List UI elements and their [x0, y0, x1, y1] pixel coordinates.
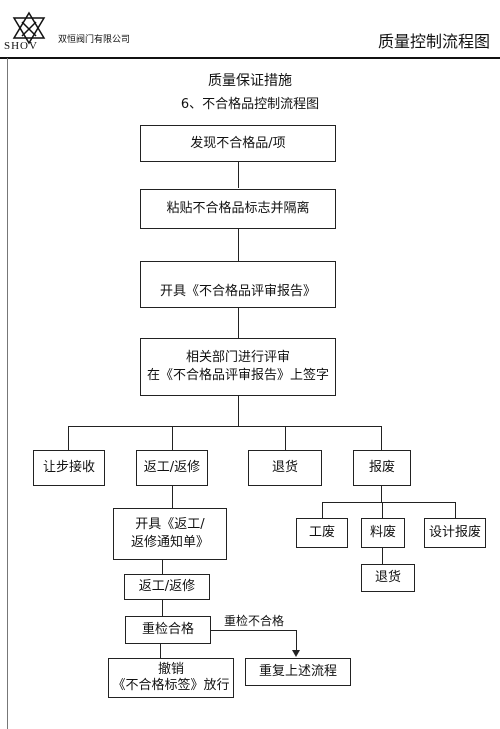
section-subtitle: 6、不合格品控制流程图: [180, 97, 320, 112]
node-review: 相关部门进行评审 在《不合格品评审报告》上签字: [140, 338, 336, 396]
left-margin-rule: [7, 58, 8, 729]
node-reinspect-pass: 重检合格: [125, 616, 211, 644]
connector: [160, 644, 161, 658]
connector: [238, 162, 239, 188]
connector: [381, 486, 382, 502]
node-tag-isolate: 粘贴不合格品标志并隔离: [140, 189, 336, 229]
connector: [162, 600, 163, 616]
release-line-1: 撤销: [157, 661, 184, 677]
connector: [238, 308, 239, 338]
connector: [322, 502, 323, 518]
company-logo-icon: [12, 11, 46, 45]
connector: [68, 426, 69, 450]
connector: [238, 229, 239, 261]
header-divider: [0, 57, 500, 59]
review-line-2: 在《不合格品评审报告》上签字: [146, 368, 329, 383]
node-repeat-process: 重复上述流程: [245, 658, 351, 686]
company-name: 双恒阀门有限公司: [58, 35, 131, 45]
node-rework-action: 返工/返修: [124, 574, 210, 600]
node-scrap-design: 设计报废: [424, 518, 486, 548]
node-scrap-material: 料废: [361, 518, 405, 548]
connector: [172, 486, 173, 508]
arrow-down-icon: [292, 650, 300, 657]
document-title: 质量控制流程图: [377, 32, 490, 51]
node-return: 退货: [248, 450, 322, 486]
branch-bar: [68, 426, 382, 427]
logo-text: SHOV: [4, 40, 38, 52]
connector: [285, 426, 286, 450]
node-rework-notice: 开具《返工/ 返修通知单》: [113, 508, 227, 560]
rework-notice-line-1: 开具《返工/: [135, 517, 205, 533]
connector: [381, 426, 382, 450]
node-report: 开具《不合格品评审报告》: [140, 261, 336, 308]
connector: [382, 548, 383, 564]
review-line-1: 相关部门进行评审: [185, 350, 290, 366]
release-line-2: 《不合格标签》放行: [112, 678, 230, 693]
node-rework: 返工/返修: [136, 450, 208, 486]
node-scrap-labor: 工废: [296, 518, 348, 548]
connector: [162, 560, 163, 574]
connector: [455, 502, 456, 518]
section-title: 质量保证措施: [208, 73, 292, 89]
node-discover: 发现不合格品/项: [140, 125, 336, 162]
fail-connector-down: [296, 630, 297, 652]
node-scrap: 报废: [353, 450, 411, 486]
fail-connector: [211, 630, 296, 631]
rework-notice-line-2: 返修通知单》: [130, 535, 209, 550]
node-concession: 让步接收: [33, 450, 105, 486]
node-material-return: 退货: [361, 564, 415, 592]
reinspect-fail-label: 重检不合格: [224, 614, 285, 628]
header: SHOV 双恒阀门有限公司 质量控制流程图: [0, 0, 500, 62]
scrap-branch-bar: [322, 502, 455, 503]
connector: [382, 502, 383, 518]
connector: [238, 396, 239, 426]
connector: [172, 426, 173, 450]
node-release: 撤销 《不合格标签》放行: [108, 658, 234, 698]
